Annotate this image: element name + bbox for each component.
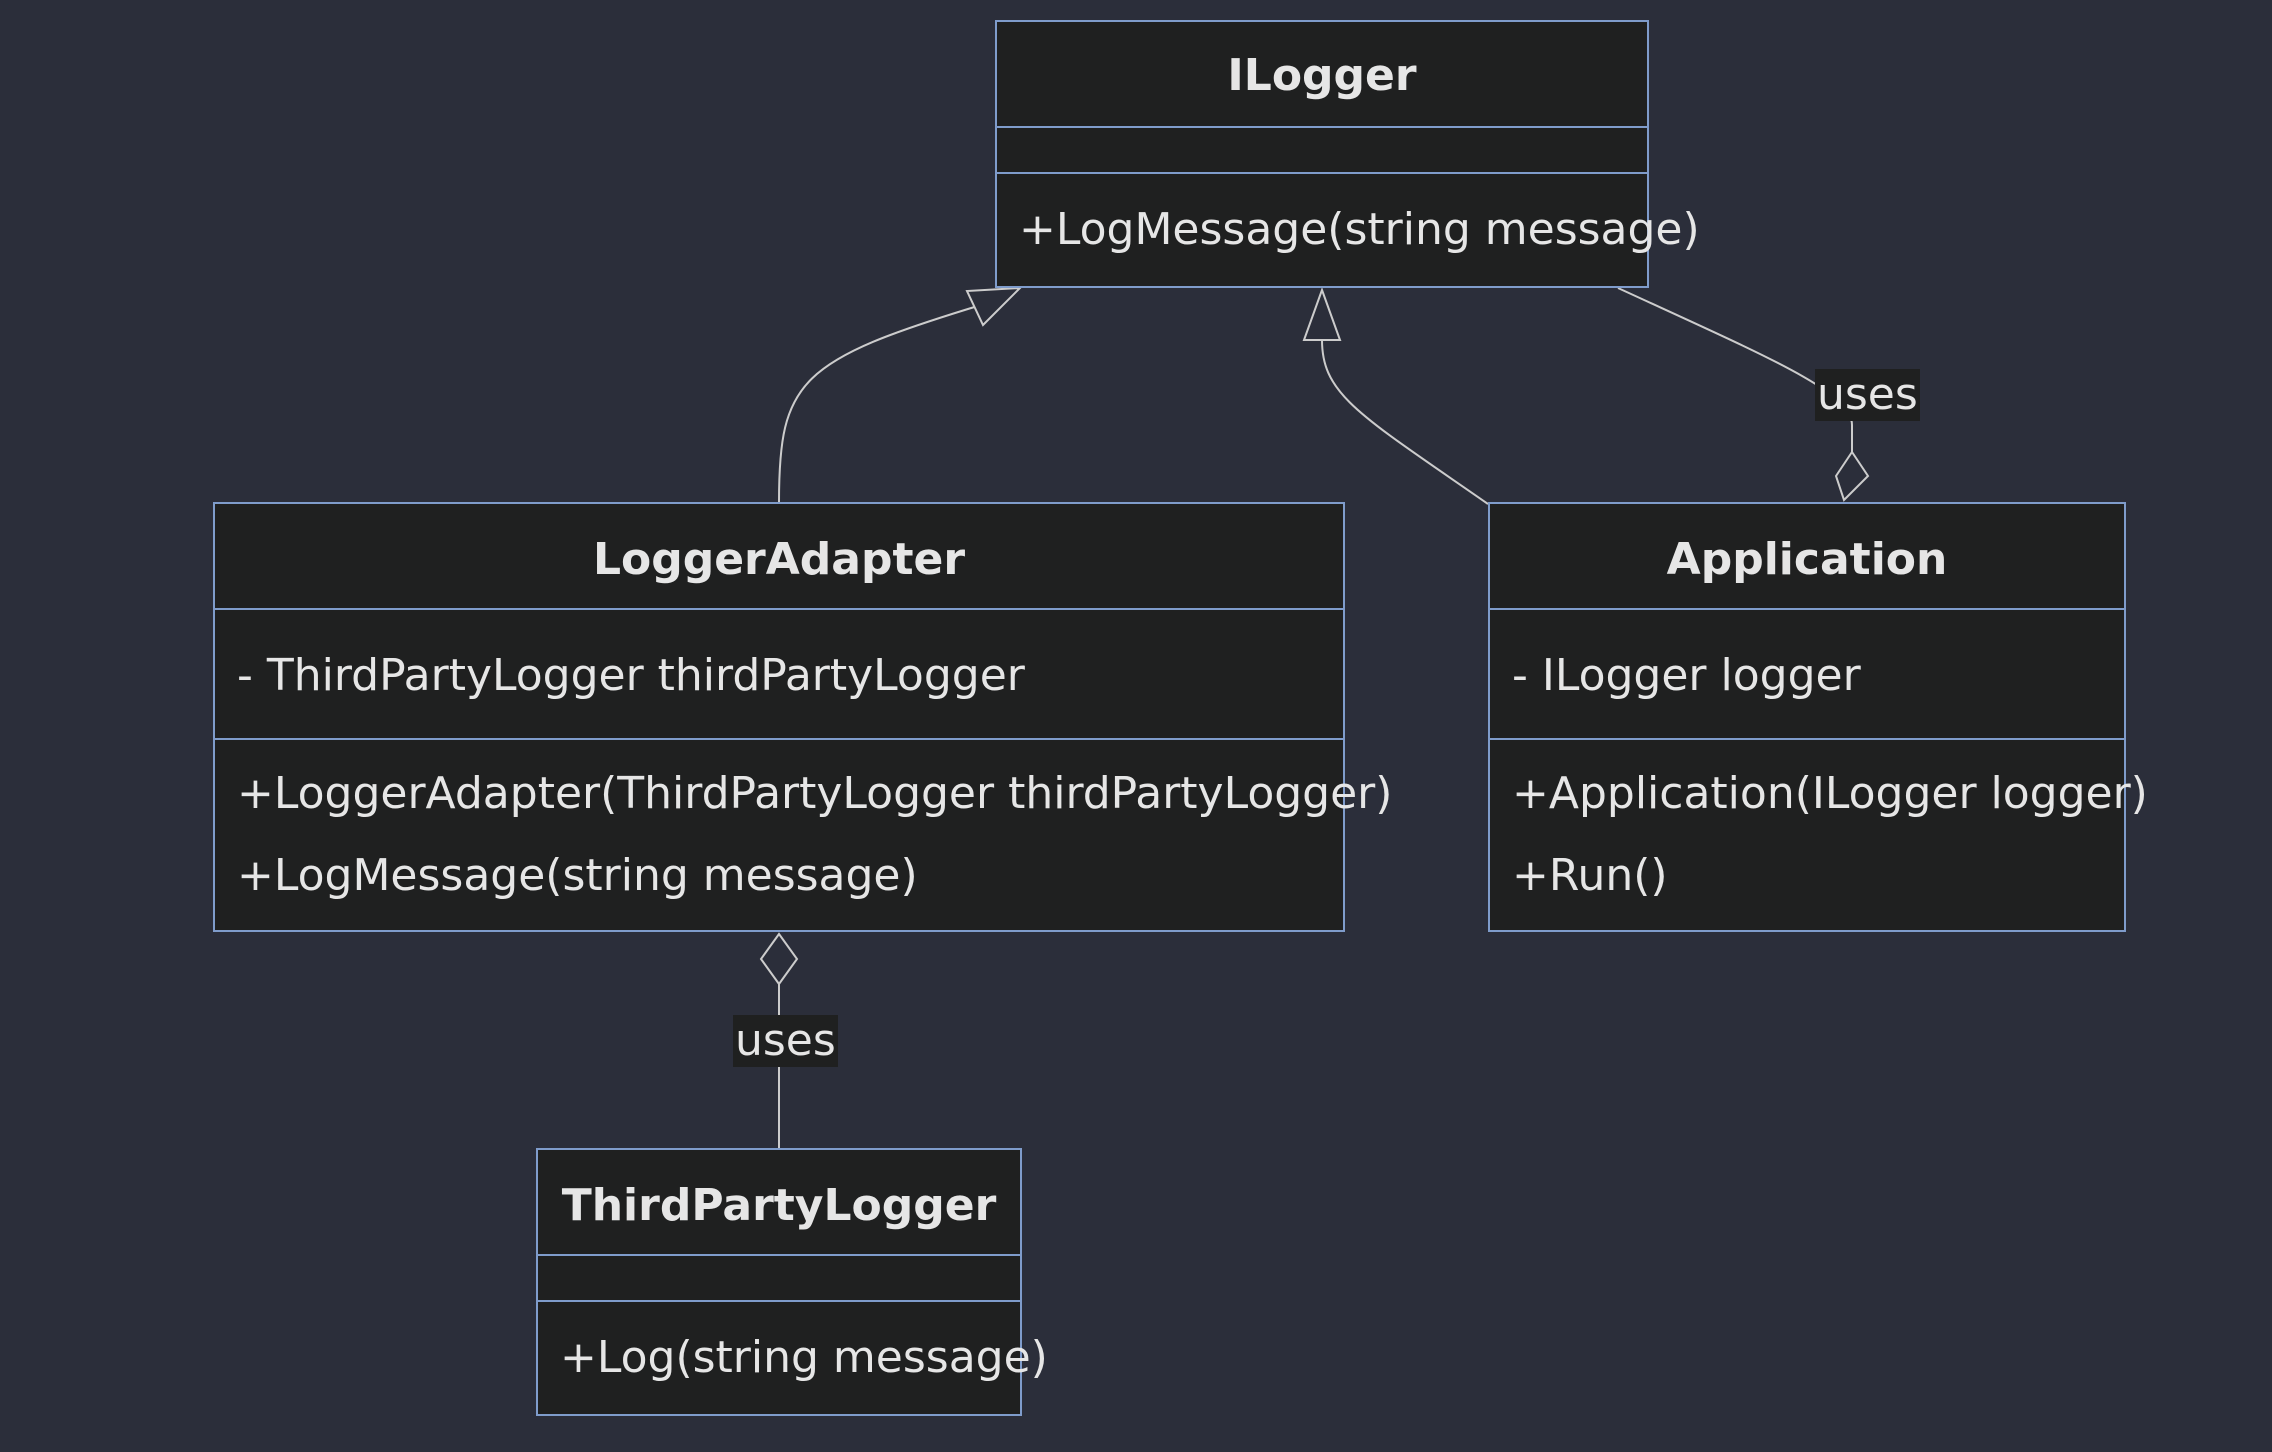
section-divider — [997, 172, 1647, 174]
section-divider — [1490, 608, 2124, 610]
section-divider — [1490, 738, 2124, 740]
aggregation-diamond — [1834, 450, 1870, 502]
section-divider — [215, 608, 1343, 610]
class-method: +LoggerAdapter(ThirdPartyLogger thirdPar… — [237, 768, 1393, 819]
section-divider — [997, 126, 1647, 128]
aggregation-diamond — [759, 932, 799, 986]
class-attribute: - ThirdPartyLogger thirdPartyLogger — [237, 650, 1025, 701]
class-method: +Run() — [1512, 850, 1668, 901]
class-method: +Log(string message) — [560, 1332, 1048, 1383]
class-attribute: - ILogger logger — [1512, 650, 1861, 701]
realization-arrowhead — [1302, 287, 1342, 341]
section-divider — [538, 1254, 1020, 1256]
class-method: +LogMessage(string message) — [1019, 204, 1700, 255]
class-ilogger[interactable]: ILogger +LogMessage(string message) — [995, 20, 1700, 288]
class-method: +Application(ILogger logger) — [1512, 768, 2148, 819]
class-name: LoggerAdapter — [592, 534, 966, 585]
section-divider — [538, 1300, 1020, 1302]
class-name: ThirdPartyLogger — [561, 1180, 997, 1231]
class-thirdpartylogger[interactable]: ThirdPartyLogger +Log(string message) — [536, 1148, 1048, 1416]
class-application[interactable]: Application - ILogger logger +Applicatio… — [1488, 502, 2148, 932]
section-divider — [215, 738, 1343, 740]
class-method: +LogMessage(string message) — [237, 850, 918, 901]
edge-application-ilogger — [1321, 339, 1489, 505]
edge-label-uses: uses — [733, 1015, 838, 1067]
realization-arrowhead — [965, 286, 1023, 327]
edge-loggeradapter-ilogger — [778, 304, 982, 503]
class-name: Application — [1666, 534, 1948, 585]
class-name: ILogger — [1227, 50, 1417, 101]
class-loggeradapter[interactable]: LoggerAdapter - ThirdPartyLogger thirdPa… — [213, 502, 1392, 932]
edge-label-uses: uses — [1815, 369, 1920, 421]
